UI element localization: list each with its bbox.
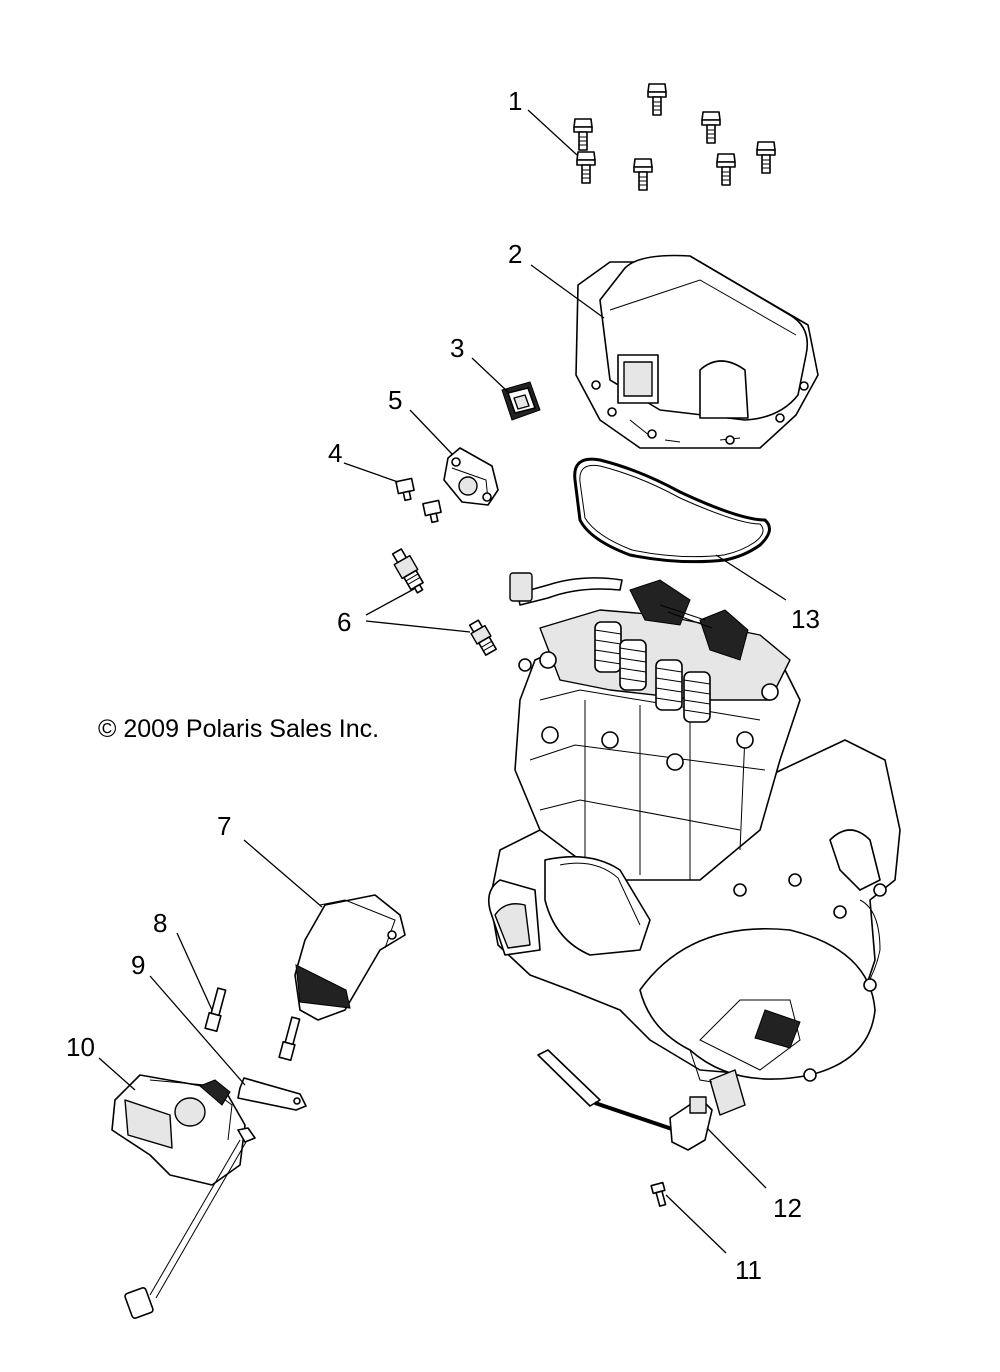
part-5-sensor [443,447,499,506]
callout-3: 3 [450,333,464,363]
part-10-throttle-body [111,1074,256,1319]
part-2-valve-cover [575,254,819,449]
callout-labels: 1 2 3 4 5 6 7 8 9 10 11 12 13 [66,86,820,1285]
callout-13: 13 [791,604,820,634]
part-12-cable-sensor [537,1049,713,1151]
callout-6: 6 [337,607,351,637]
copyright-notice: © 2009 Polaris Sales Inc. [98,715,379,743]
callout-2: 2 [508,239,522,269]
engine-assembly [487,572,901,1116]
part-9-sensor [237,1077,307,1111]
part-8-bolts [204,987,301,1062]
part-3-square-grommet [501,381,541,421]
callout-11: 11 [735,1255,762,1285]
callout-4: 4 [328,438,342,468]
part-4-bolts [395,477,442,524]
part-1-bolts [573,83,776,191]
callout-12: 12 [773,1193,802,1223]
callout-9: 9 [131,950,145,980]
callout-5: 5 [388,385,402,415]
part-7-intake-boot [294,894,406,1021]
part-11-small-bolt [650,1181,667,1207]
callout-8: 8 [153,908,167,938]
callout-10: 10 [66,1032,95,1062]
callout-7: 7 [217,811,231,841]
part-6-spark-plugs [391,548,497,656]
callout-1: 1 [508,86,522,116]
part-13-gasket [573,457,771,564]
valve-springs [594,621,711,723]
leader-lines [98,109,787,1254]
